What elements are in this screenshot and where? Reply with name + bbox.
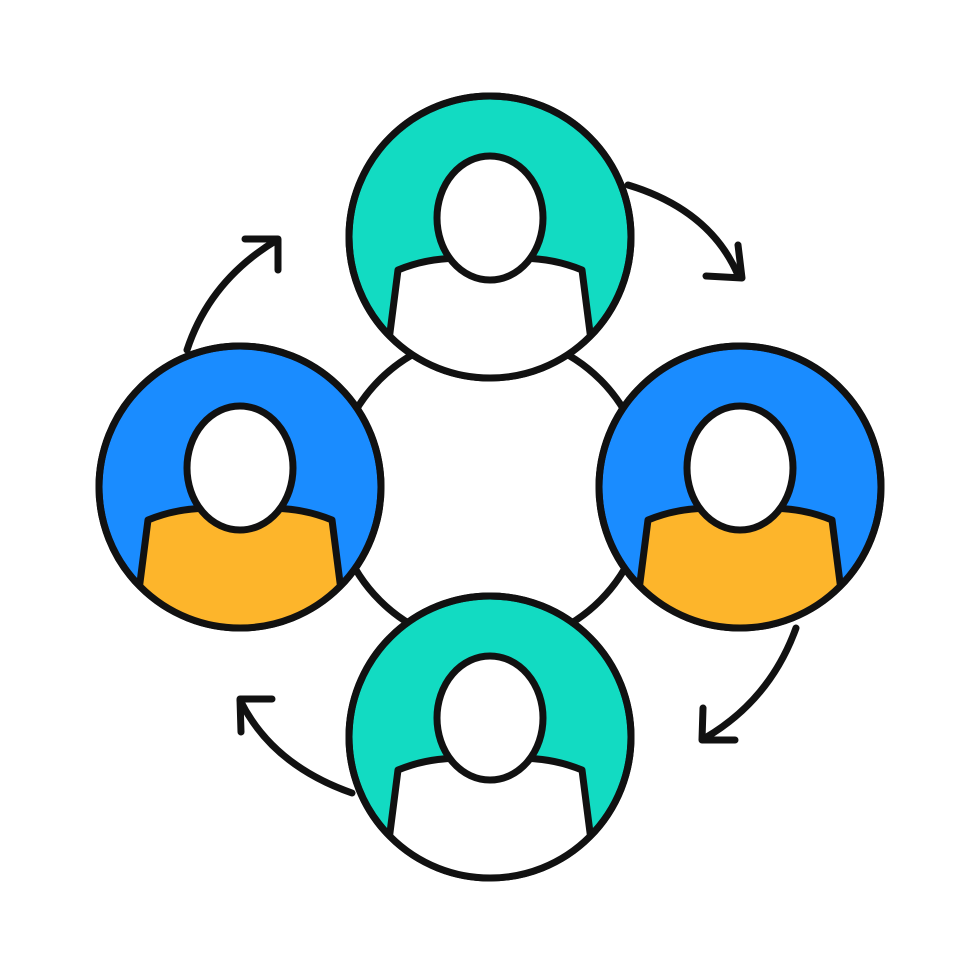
arrow-bottom-left-icon	[236, 695, 356, 797]
bottom-person-head	[433, 652, 547, 784]
arrow-top-right-icon	[624, 181, 746, 282]
bottom-person-icon	[345, 592, 635, 882]
right-person-head	[683, 402, 797, 534]
arrow-bottom-right-icon	[698, 624, 800, 744]
left-person-head	[183, 402, 297, 534]
arrow-top-left-icon	[183, 235, 282, 354]
right-person-icon	[595, 342, 885, 632]
top-person-head	[433, 152, 547, 284]
top-person-icon	[345, 92, 635, 382]
left-person-icon	[95, 342, 385, 632]
